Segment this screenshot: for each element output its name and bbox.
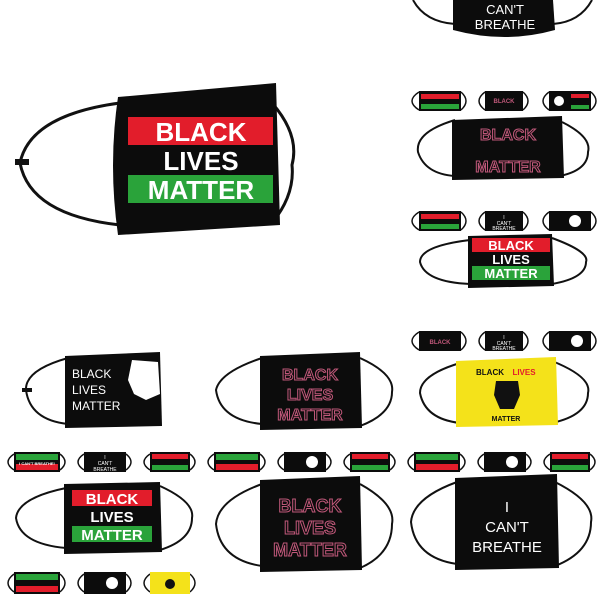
svg-text:I: I [503,335,504,341]
fist-line3: MATTER [72,399,121,413]
svg-text:BLACK: BLACK [282,367,338,384]
breathe-line3: BREATHE [472,539,542,556]
svg-text:LIVES: LIVES [90,509,133,526]
blm-large-line1: BLACK [156,117,247,147]
svg-text:CAN'T: CAN'T [98,461,113,467]
svg-text:BLACK: BLACK [279,496,342,516]
svg-text:LIVES: LIVES [492,252,530,267]
svg-text:BLACK: BLACK [86,491,139,508]
svg-text:CAN'T: CAN'T [497,341,512,347]
fist-line1: BLACK [72,367,111,381]
yellow-word1: BLACK [476,368,504,377]
mask-blm-tricolor-medium-1: BLACK LIVES MATTER [410,232,600,290]
svg-text:BLACK: BLACK [430,340,452,346]
fist-line2: LIVES [72,383,106,397]
svg-text:BREATHE: BREATHE [93,467,117,473]
mask-blm-tricolor-large: BLACK LIVES MATTER [10,75,300,235]
svg-text:MATTER: MATTER [81,527,143,544]
mini-breathe-label-1: I CAN'T BREATHE! [19,461,55,466]
svg-text:LIVES: LIVES [287,387,334,404]
mini-row-2: I CAN'T BREATHE [405,208,600,234]
mask-blm-floral-medium-2: BLACK LIVES MATTER [210,350,400,432]
mask-breathe-medium: I CAN'T BREATHE [405,472,600,572]
svg-text:MATTER: MATTER [277,407,343,424]
mini-row-4a: I CAN'T BREATHE! I CAN'T BREATHE [0,450,200,474]
breathe-line1: I [505,499,509,516]
mini-row-4b [200,450,400,474]
svg-text:MATTER: MATTER [484,266,538,281]
mini-row-4c [400,450,600,474]
svg-text:BREATHE: BREATHE [492,346,516,352]
svg-text:MATTER: MATTER [475,159,541,176]
mask-blm-floral-medium-1: BLACK MATTER [410,112,600,182]
breathe-line2: CAN'T [485,519,529,536]
mask-yellow-fist: BLACK LIVES MATTER [410,355,600,430]
mask-blm-floral-medium-3: BLACK LIVES MATTER [210,474,400,574]
svg-text:BREATHE: BREATHE [492,226,516,232]
svg-text:BLACK: BLACK [494,99,516,105]
breathe-top-line2: BREATHE [475,17,536,32]
mask-blm-fist: BLACK LIVES MATTER [20,350,200,430]
svg-text:BLACK: BLACK [488,238,534,253]
mask-blm-tricolor-medium-2: BLACK LIVES MATTER [10,478,200,558]
svg-text:MATTER: MATTER [273,540,347,560]
svg-text:LIVES: LIVES [284,518,336,538]
mini-row-5 [0,570,200,596]
svg-text:CAN'T: CAN'T [497,221,512,227]
yellow-word3: MATTER [492,416,521,423]
blm-large-line3: MATTER [148,175,255,205]
mask-breathe-top-partial: CAN'T BREATHE [405,0,600,48]
svg-text:I: I [503,215,504,221]
mini-row-3: BLACK I CAN'T BREATHE [405,328,600,354]
blm-large-line2: LIVES [163,146,238,176]
mini-row-1: BLACK [405,88,600,114]
svg-text:I: I [104,455,105,461]
svg-text:BLACK: BLACK [480,127,536,144]
yellow-word2: LIVES [512,368,536,377]
breathe-top-line1: CAN'T [486,2,524,17]
